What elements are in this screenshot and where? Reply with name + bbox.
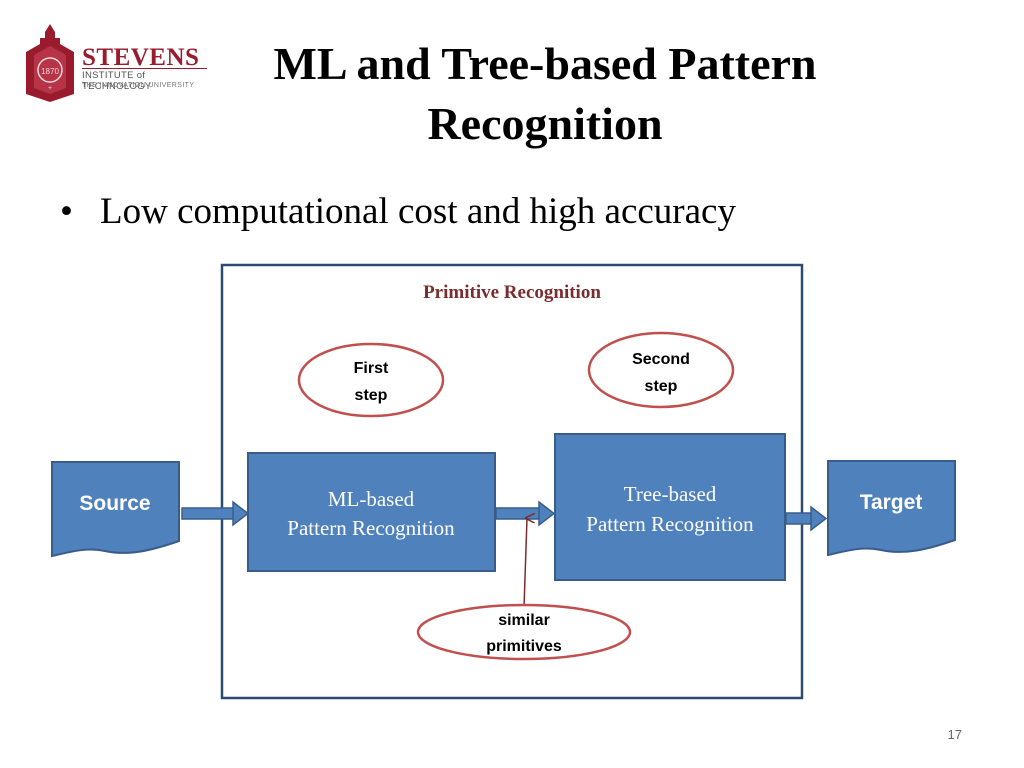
svg-text:+: + xyxy=(48,85,52,92)
stevens-seal-icon: 1870 + xyxy=(26,24,74,102)
ml-box-line1: ML-based xyxy=(328,487,415,511)
first-step-line2: step xyxy=(355,387,388,404)
bullet-dot: • xyxy=(60,191,73,232)
ml-based-box xyxy=(247,452,496,572)
ml-box-line2: Pattern Recognition xyxy=(287,516,455,540)
slide-title: ML and Tree-based Pattern Recognition xyxy=(273,38,817,149)
logo-subtitle: INSTITUTE of TECHNOLOGY xyxy=(82,70,152,92)
svg-text:1870: 1870 xyxy=(41,67,59,76)
source-label: Source xyxy=(79,492,150,515)
bullet-text: Low computational cost and high accuracy xyxy=(100,191,736,232)
arrow-source-to-ml xyxy=(181,500,250,527)
second-step-ellipse xyxy=(587,331,735,409)
similar-connector-line xyxy=(523,518,527,609)
page-number: 17 xyxy=(947,727,962,742)
frame-label: Primitive Recognition xyxy=(423,282,601,303)
primitive-recognition-frame xyxy=(220,263,804,700)
target-label: Target xyxy=(860,491,923,514)
second-step-line2: step xyxy=(645,378,678,395)
bullet-item: • Low computational cost and high accurac… xyxy=(60,190,736,233)
arrow-ml-to-tree xyxy=(495,500,556,527)
logo-tagline: THE INNOVATION UNIVERSITY xyxy=(82,82,195,89)
tree-based-box xyxy=(554,433,786,581)
arrow-tree-to-target xyxy=(785,505,828,532)
target-document xyxy=(827,460,956,557)
logo-rule xyxy=(82,68,207,69)
source-document xyxy=(51,461,180,558)
first-step-line1: First xyxy=(354,360,389,377)
second-step-line1: Second xyxy=(632,351,690,368)
similar-line1: similar xyxy=(498,612,550,629)
similar-primitives-ellipse xyxy=(416,603,632,661)
similar-line2: primitives xyxy=(486,638,562,655)
logo-wordmark: STEVENS xyxy=(82,44,200,71)
stevens-logo: 1870 + STEVENS INSTITUTE of TECHNOLOGY T… xyxy=(22,22,212,104)
tree-box-line2: Pattern Recognition xyxy=(586,512,754,536)
first-step-ellipse xyxy=(297,342,445,418)
tree-box-line1: Tree-based xyxy=(624,482,717,506)
